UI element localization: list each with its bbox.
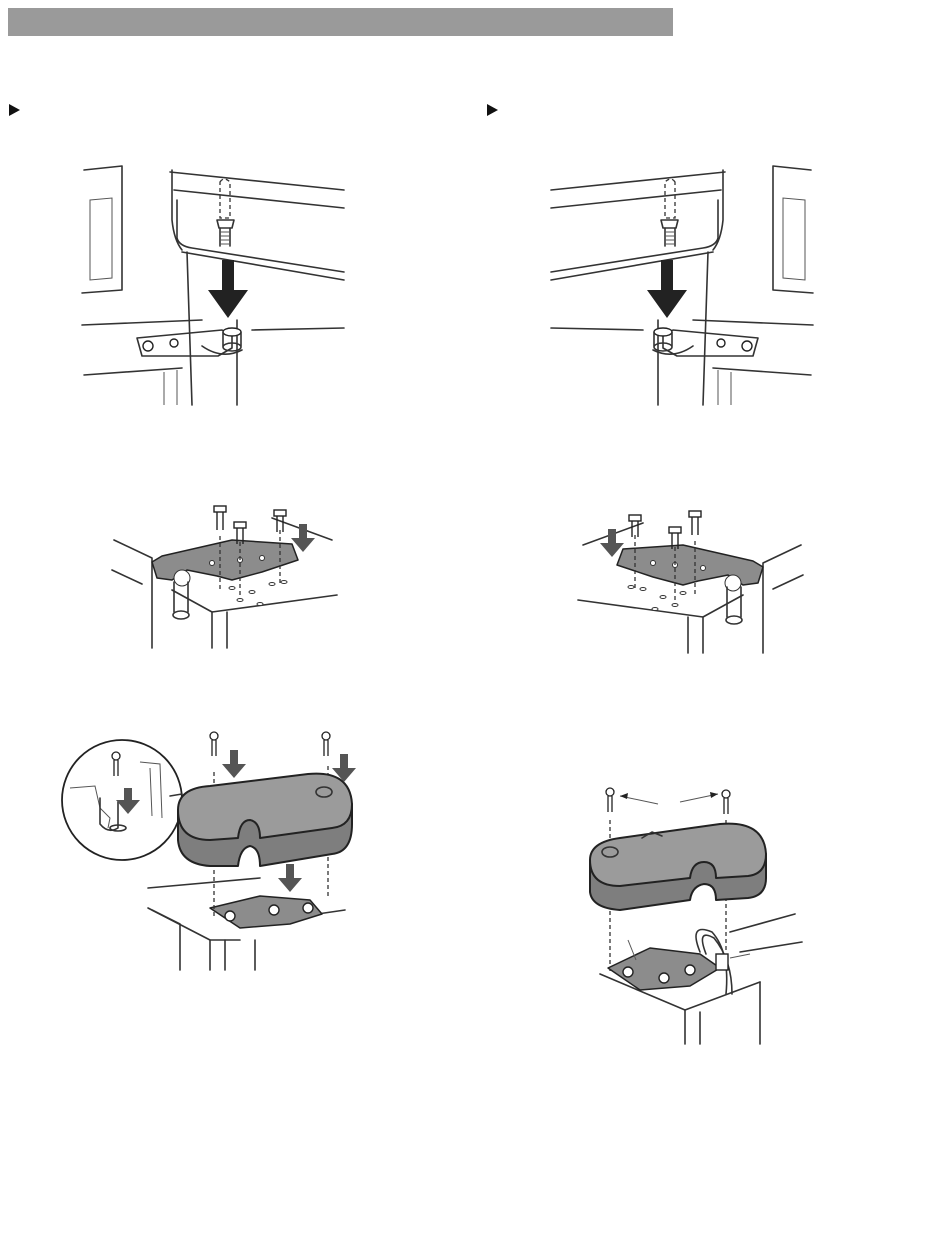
- hinge-plate-icon: [112, 506, 337, 648]
- door-hinge-left-figure: [82, 160, 352, 405]
- door-hinge-right-figure: [548, 160, 813, 405]
- hinge-pin-icon: [82, 166, 344, 405]
- triangle-right-icon: [9, 104, 20, 116]
- hinge-cover-icon: [62, 732, 356, 970]
- section-header-bar: [8, 8, 673, 36]
- hinge-plate-icon: [578, 511, 803, 653]
- triangle-right-icon: [487, 104, 498, 116]
- hinge-cover-icon: [590, 788, 802, 1044]
- hinge-plate-left-figure: [112, 500, 337, 648]
- hinge-cover-right-figure: [580, 782, 802, 1044]
- hinge-cover-left-figure: [60, 728, 365, 970]
- hinge-pin-icon: [551, 166, 813, 405]
- hinge-plate-right-figure: [578, 505, 803, 653]
